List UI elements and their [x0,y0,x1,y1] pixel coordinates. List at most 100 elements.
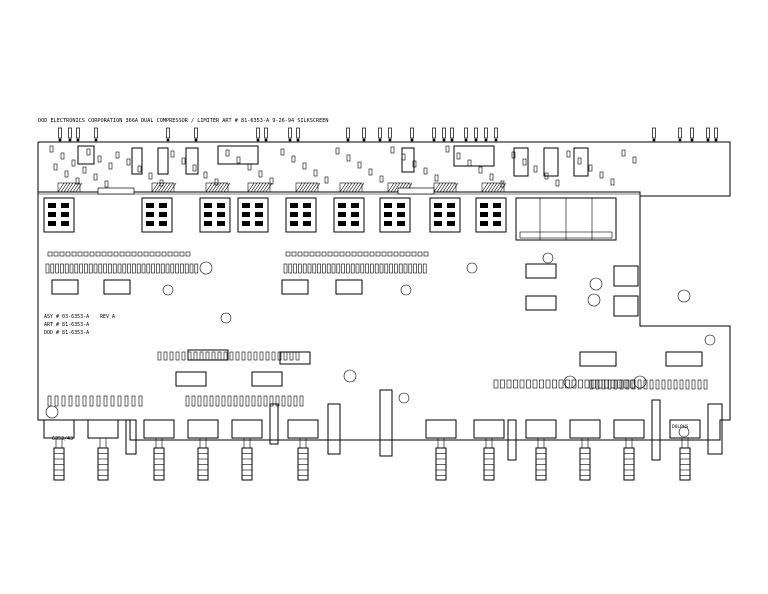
jack-body [141,197,173,233]
hatch-line [217,182,225,193]
hatch-line [220,182,228,193]
jack-contact [61,212,69,217]
edge-pin [362,127,366,139]
edge-pin-pad [474,138,478,142]
jack-contact [384,203,392,208]
power-transformer [515,197,617,241]
potentiometers [43,389,723,481]
jack-contact [242,212,250,217]
pot-body [525,419,557,439]
small-component [390,146,395,154]
edge-pin-pad [76,138,80,142]
hatch-line [351,182,359,193]
jack-contact [303,203,311,208]
potentiometer [425,419,457,481]
hatch-line [169,182,177,193]
capacitor [398,392,410,404]
small-component [335,147,340,155]
ic-package [281,279,309,295]
resistor [327,251,333,257]
resistor [69,263,74,274]
hatch-line [163,182,171,193]
resistor [649,379,654,390]
board-outline [37,141,731,441]
resistor [309,251,315,257]
edge-pin-pad [678,138,682,142]
resistor [173,251,179,257]
resistor [189,263,194,274]
resistor [613,379,618,390]
hatch-line [253,182,261,193]
capacitor [677,289,691,303]
resistor [339,251,345,257]
jack-contact [255,221,263,226]
hatch-line [256,182,264,193]
jack-contact [397,203,405,208]
ic-package [665,351,703,367]
resistor [84,263,88,274]
hatch-line [487,182,495,193]
jack-body [475,197,507,233]
jack-module [475,197,507,233]
resistor [125,251,131,257]
edge-pin-pad [450,138,454,142]
resistor [381,251,387,257]
resistor [405,251,411,257]
resistor [595,379,600,390]
switch-body [327,403,341,455]
small-component [280,148,285,156]
resistor [265,351,270,361]
resistor [493,379,499,389]
jack-module [199,197,231,233]
ic-package [175,371,207,387]
small-component [181,157,186,165]
small-component [203,171,208,179]
edge-pin-pad [288,138,292,142]
resistor [68,395,73,407]
resistor [95,251,101,257]
jack-bracket [397,187,435,195]
resistor [107,251,113,257]
jack-contact [480,203,488,208]
small-component [456,152,461,160]
hatch-line [208,182,216,193]
hatch-line [387,182,395,193]
hatch-line [250,182,258,193]
capacitor [542,252,554,264]
resistor [269,395,274,407]
edge-pin [166,127,170,139]
jack-contact [434,221,442,226]
connector-block [339,182,365,193]
resistor [209,395,214,407]
ic-package [573,147,589,177]
resistor [360,263,365,274]
capacitor [199,261,213,275]
resistor [98,263,103,274]
resistor [317,263,321,274]
dod-number: DOD # 81-6353-A [44,330,89,336]
resistor [365,263,369,274]
jack-contact [351,212,359,217]
resistor [298,263,302,274]
resistor [163,351,168,361]
edge-pin-pad [58,138,62,142]
jack-bracket [97,187,135,195]
resistor [691,379,696,390]
small-component [225,149,230,157]
ic-package [77,145,95,165]
resistor [589,379,594,390]
resistor [253,351,258,361]
resistor [156,263,160,274]
edge-pin [652,127,656,139]
resistor [283,263,288,274]
resistor [584,379,590,389]
assembly-number: ASY # 03-6353-A [44,314,89,320]
resistor [552,379,557,389]
resistor [333,251,339,257]
resistor [291,251,297,257]
hatch-line [301,182,309,193]
small-component [346,154,351,162]
small-component [170,150,175,158]
resistor [96,395,101,407]
hatch-line [451,182,459,193]
